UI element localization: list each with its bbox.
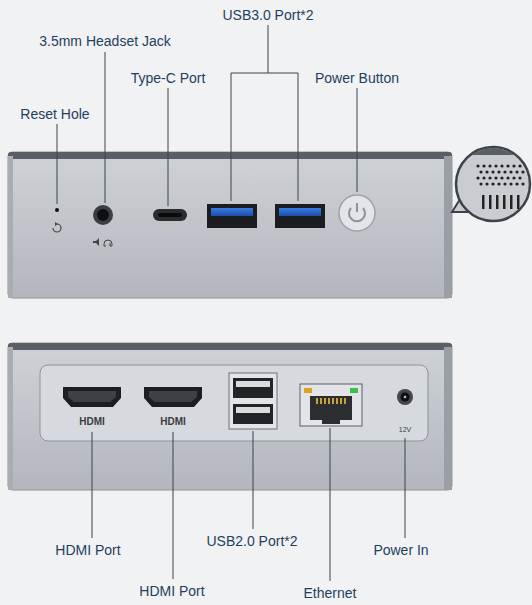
vent-callout bbox=[452, 147, 532, 221]
leader-lines bbox=[57, 25, 405, 581]
port-marking: HDMI bbox=[79, 416, 105, 428]
port-label: HDMI Port bbox=[139, 583, 204, 599]
rear-panel bbox=[8, 343, 452, 490]
port-label: HDMI Port bbox=[55, 542, 120, 558]
port-label: Reset Hole bbox=[20, 106, 89, 122]
port-label: USB3.0 Port*2 bbox=[222, 7, 313, 23]
port-label: USB2.0 Port*2 bbox=[206, 533, 297, 549]
port-label: Power Button bbox=[315, 70, 399, 86]
port-label: Type-C Port bbox=[131, 70, 206, 86]
front-panel bbox=[8, 152, 452, 298]
port-marking: HDMI bbox=[160, 416, 186, 428]
port-label: Power In bbox=[373, 542, 428, 558]
port-label: 3.5mm Headset Jack bbox=[39, 33, 171, 49]
port-label: Ethernet bbox=[304, 585, 357, 601]
voltage-marking: 12V bbox=[399, 426, 411, 434]
